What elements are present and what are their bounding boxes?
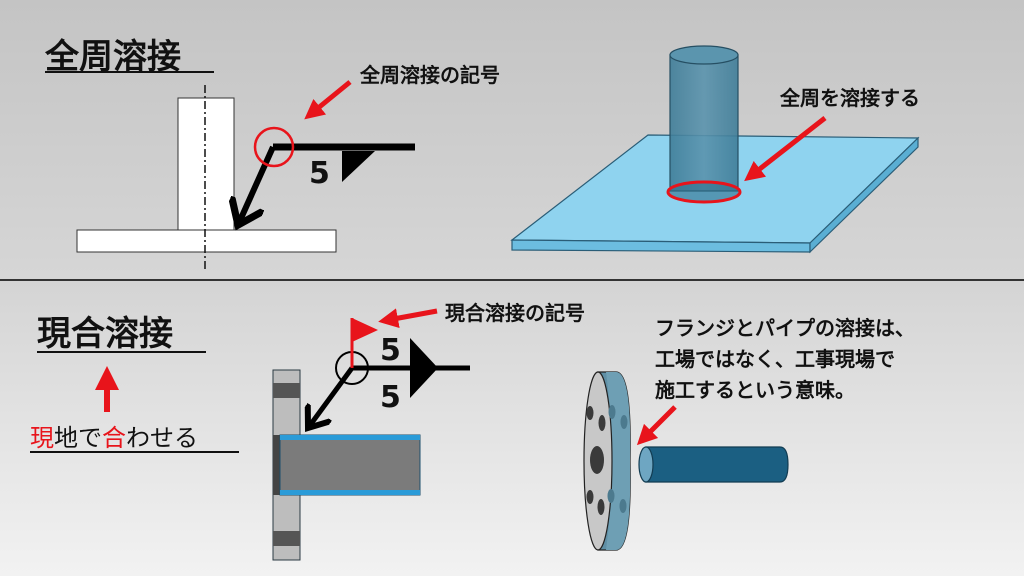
- description-line: 工場ではなく、工事現場で: [655, 347, 895, 371]
- bottom-panel: [0, 280, 1024, 576]
- red-arrow: [304, 80, 352, 120]
- arrow-line: [238, 145, 276, 225]
- pipe-section: [279, 434, 421, 496]
- weld-size: 5: [309, 156, 330, 191]
- flange-3d: [583, 371, 631, 551]
- base-plate: [76, 229, 337, 253]
- weld-all-around-label: 全周を溶接する: [779, 86, 920, 110]
- double-fillet-weld-symbol: [410, 338, 438, 398]
- field-weld-symbol-label: 現合溶接の記号: [445, 301, 585, 325]
- field-weld-flag-icon: [352, 318, 378, 342]
- weld-size-other-side: 5: [380, 380, 401, 415]
- plate-side-edge: [809, 136, 919, 254]
- weld-size-arrow-side: 5: [380, 333, 401, 368]
- fillet-weld-symbol: [342, 151, 375, 182]
- arrow-line: [308, 366, 355, 428]
- meaning-part: 地で: [54, 424, 102, 452]
- meaning-part-red: 現: [30, 424, 54, 452]
- all-around-circle-symbol: [253, 126, 295, 168]
- red-arrow: [636, 405, 677, 446]
- pipe-3d: [638, 446, 789, 483]
- vertical-plate: [177, 97, 235, 231]
- meaning-part-red: 合: [102, 424, 126, 452]
- description-text: フランジとパイプの溶接は、 工場ではなく、工事現場で 施工するという意味。: [655, 316, 922, 402]
- meaning-part: わせる: [126, 424, 198, 452]
- title-field-weld: 現合溶接: [37, 314, 173, 354]
- cylinder-body: [669, 54, 739, 192]
- red-arrow: [744, 116, 827, 182]
- red-arrow: [378, 308, 438, 329]
- title-all-around-weld: 全周溶接: [44, 37, 181, 77]
- all-around-symbol-label: 全周溶接の記号: [359, 63, 500, 87]
- all-around-weld-bead: [666, 180, 742, 204]
- description-line: 施工するという意味。: [655, 378, 855, 402]
- description-line: フランジとパイプの溶接は、: [655, 316, 915, 340]
- cylinder-top: [669, 45, 739, 65]
- meaning-text: 現地で合わせる: [30, 424, 198, 452]
